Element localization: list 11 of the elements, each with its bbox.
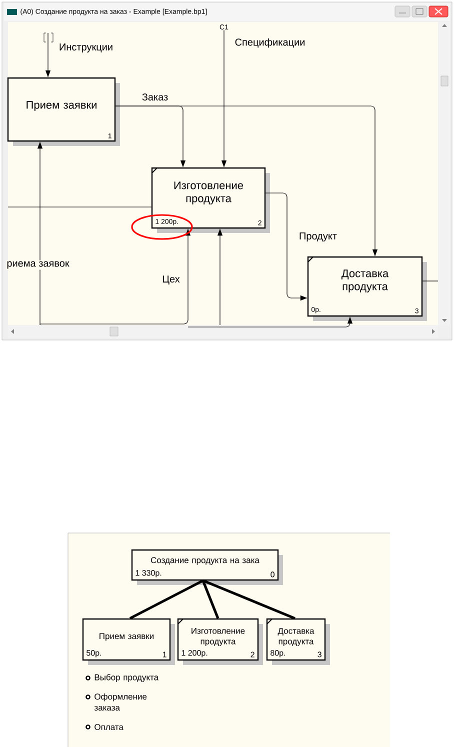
activity-box: Прием заявки 50р. 1 — [82, 618, 175, 665]
edge-label: Цех — [161, 274, 181, 286]
activity-box: Изготовление продукта 1 200р. 2 — [177, 618, 263, 665]
bullet-item: Оплата — [86, 724, 124, 730]
edge-label: Инструкции — [58, 42, 114, 54]
activity-box: Создание продукта на зака 1 330р. 0 — [131, 549, 283, 585]
edge-label: Спецификации — [234, 37, 306, 49]
activity-box: Доставка продукта 80р. 3 — [266, 618, 330, 665]
bullet-item: Выбор продукта — [86, 674, 159, 682]
edge-label: Продукт — [298, 232, 338, 242]
bullet-item: Оформление заказа — [86, 693, 147, 711]
